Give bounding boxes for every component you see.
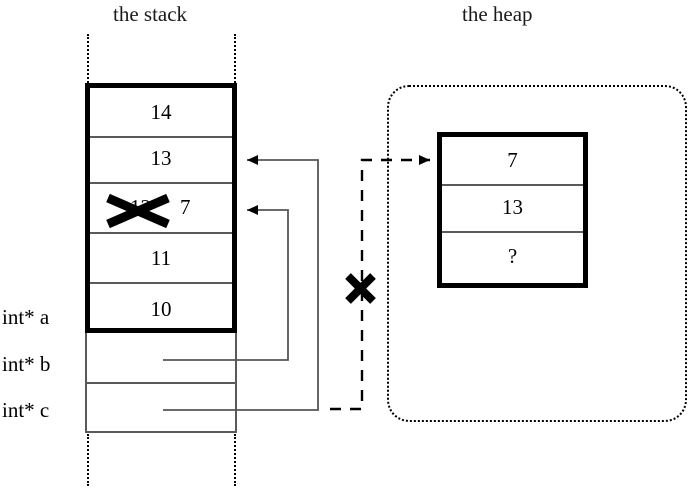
stack-rail-top-left [87, 34, 89, 83]
stack-rail-bottom-left [87, 434, 89, 486]
stack-cell-0-value: 14 [150, 99, 172, 124]
stack-cell-2-old-value: 12 [130, 195, 151, 219]
stack-rail-top-right [234, 34, 236, 83]
stack-pointer-slot-divider [87, 382, 235, 384]
stack-cell-3: 11 [90, 234, 232, 284]
stack-cell-3-value: 11 [150, 245, 172, 270]
stack-rail-bottom-right [234, 434, 236, 486]
heap-cell-0: 7 [442, 137, 583, 186]
heap-cell-2: ? [442, 232, 583, 281]
stack-frame: 14 13 12 7 11 10 [85, 83, 237, 333]
heap-cell-0-value: 7 [507, 147, 518, 172]
stack-cell-1: 13 [90, 134, 232, 184]
heap-title: the heap [462, 2, 533, 26]
stack-cell-2-new-value: 7 [180, 195, 191, 219]
stack-cell-1-value: 13 [150, 145, 172, 170]
variable-label-a: int* a [2, 305, 50, 329]
heap-cell-1: 13 [442, 184, 583, 233]
stack-cell-4-value: 10 [150, 296, 172, 321]
stack-pointer-slots [85, 333, 237, 433]
stack-cell-4: 10 [90, 284, 232, 334]
stack-cell-0: 14 [90, 88, 232, 138]
variable-label-b: int* b [2, 352, 51, 376]
stack-cell-2: 12 7 [90, 184, 232, 234]
heap-block: 7 13 ? [437, 132, 588, 288]
heap-cell-1-value: 13 [502, 194, 523, 219]
dangling-pointer-cross-icon [345, 273, 376, 304]
heap-cell-2-value: ? [507, 243, 518, 268]
variable-label-c: int* c [2, 398, 50, 422]
stack-title: the stack [113, 2, 188, 26]
